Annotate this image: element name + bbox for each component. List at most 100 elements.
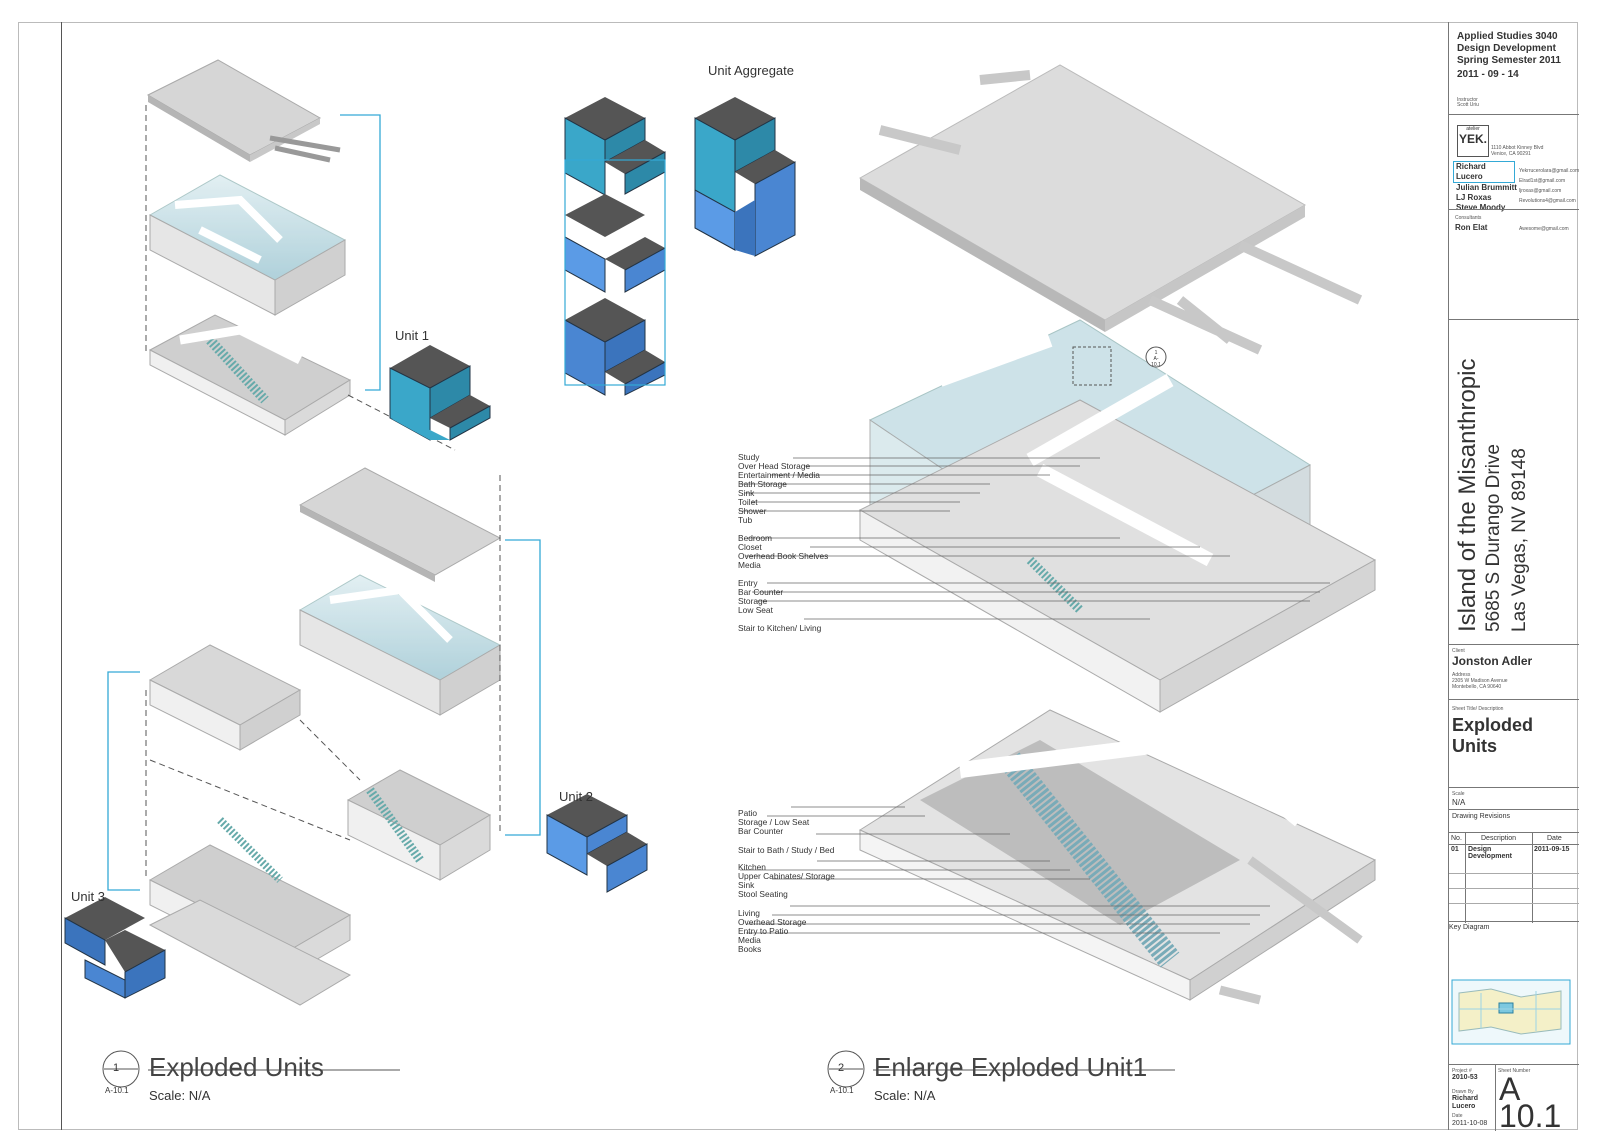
drawing1-scale: Scale: N/A [149, 1088, 211, 1103]
key-diagram-section: Key Diagram [1449, 921, 1579, 1064]
drawing2-scale: Scale: N/A [874, 1088, 936, 1103]
sheet-date-label: Date [1452, 1113, 1463, 1119]
callout-item: Stair to Bath / Study / Bed [738, 845, 835, 855]
project-address1: 5685 S Durango Drive [1483, 444, 1504, 632]
callout-item: Toilet [738, 497, 758, 507]
team-member-name: LJ Roxas [1456, 193, 1492, 202]
sheet-letter: A [1499, 1071, 1521, 1107]
aggregate-block-top [564, 97, 666, 196]
callout-item: Entertainment / Media [738, 470, 820, 480]
logo-small-text: atelier [1466, 126, 1480, 132]
drawing2-title: Enlarge Exploded Unit1 [874, 1052, 1148, 1082]
drawing-canvas [64, 59, 1377, 1088]
revisions-section: Drawing Revisions No. Description Date 0… [1449, 809, 1579, 923]
sheet-title-line1: Exploded [1452, 715, 1534, 735]
scale-label: Scale [1452, 791, 1465, 797]
aggregate-block-mid [564, 194, 666, 293]
project-no-label: Project # [1452, 1068, 1472, 1074]
firm-section: atelier YEK. 1110 Abbot Kinney Blvd Veni… [1449, 114, 1579, 212]
unit3-block-icon [64, 897, 166, 999]
revisions-label: Drawing Revisions [1452, 813, 1510, 820]
callout-item: Low Seat [738, 605, 773, 615]
drawing1-ref: A-10.1 [105, 1086, 129, 1095]
callout-item: Media [738, 935, 761, 945]
drawn-by-last: Lucero [1452, 1103, 1476, 1110]
aggregate-stack [694, 97, 796, 257]
callout-item: Storage / Low Seat [738, 817, 810, 827]
drawn-by-label: Drawn By [1452, 1089, 1474, 1095]
client-address-label: Address [1452, 672, 1471, 678]
callout-item: Bar Counter [738, 587, 784, 597]
team-member-email: ljroxas@gmail.com [1519, 188, 1562, 194]
unit1-block-icon [389, 345, 491, 441]
callout-item: Overhead Storage [738, 917, 807, 927]
client-section: Client Jonston Adler Address 2305 W Madi… [1449, 644, 1579, 699]
key-diagram-label: Key Diagram [1449, 924, 1490, 931]
team-list: Richard Lucero Julian Brummitt LJ Roxas … [1453, 161, 1517, 213]
rev-row-no: 01 [1451, 846, 1459, 853]
left-margin-line [61, 22, 62, 1130]
drawing2-number: 2 [838, 1062, 845, 1074]
rev-row-date: 2011-09-15 [1534, 846, 1570, 853]
callout-item: Shower [738, 506, 767, 516]
callout-item: Sink [738, 880, 755, 890]
course-phase: Design Development [1457, 43, 1556, 54]
unit1-exploded-model [145, 59, 456, 451]
callout-item: Patio [738, 808, 758, 818]
sheet-title-section: Sheet Title/ Description Exploded Units [1449, 699, 1579, 787]
client-name: Jonston Adler [1452, 654, 1533, 668]
team-member-email: Revolutions4@gmail.com [1519, 198, 1576, 204]
client-address1: 2305 W Madison Avenue [1452, 678, 1508, 684]
project-no: 2010-53 [1452, 1074, 1478, 1081]
callout-item: Bath Storage [738, 479, 787, 489]
revisions-table: No. Description Date 01 Design Developme… [1449, 832, 1579, 923]
course-name: Applied Studies 3040 [1457, 31, 1558, 42]
client-address2: Montebello, CA 90640 [1452, 684, 1502, 690]
unit-aggregate-diagram [564, 97, 796, 396]
drawing2-ref: A-10.1 [830, 1086, 854, 1095]
course-date: 2011 - 09 - 14 [1457, 69, 1519, 80]
team-member-name: Steve Moody [1456, 203, 1506, 212]
callout-item: Overhead Book Shelves [738, 551, 829, 561]
callout-item: Study [738, 452, 760, 462]
unit3-label: Unit 3 [71, 889, 105, 904]
callout-item: Bar Counter [738, 826, 784, 836]
project-address2: Las Vegas, NV 89148 [1509, 448, 1530, 632]
rev-header-date: Date [1547, 835, 1562, 842]
instructor-label: Instructor [1457, 97, 1478, 103]
firm-address1: 1110 Abbot Kinney Blvd [1491, 145, 1544, 151]
callout-item: Storage [738, 596, 768, 606]
team-emails: Yekrrucerolara@gmail.com Elrad1st@gmail.… [1519, 166, 1579, 206]
sheet-title-text: Exploded Units [1452, 715, 1533, 757]
detail-ref-bubble: 1 A-10.1 [1149, 350, 1163, 368]
callout-item: Tub [738, 515, 753, 525]
project-title-block: Island of the Misanthropic 5685 S Durang… [1454, 359, 1533, 632]
instructor-name: Scott Uriu [1457, 102, 1479, 108]
firm-address2: Venice, CA 90291 [1491, 151, 1531, 157]
team-member-email: Yekrrucerolara@gmail.com [1519, 168, 1580, 174]
sheet-title-label: Sheet Title/ Description [1452, 706, 1504, 712]
callout-item: Entry to Patio [738, 926, 789, 936]
title-block: Applied Studies 3040 Design Development … [1448, 22, 1579, 1132]
course-header: Applied Studies 3040 Design Development … [1457, 31, 1561, 81]
callout-item: Living [738, 908, 760, 918]
sheet-number-label: Sheet Number [1498, 1068, 1531, 1074]
enlarged-unit1-model [858, 319, 1377, 713]
aggregate-block-bottom [564, 298, 666, 396]
rev-header-desc: Description [1481, 835, 1517, 842]
unit1-label: Unit 1 [395, 328, 429, 343]
callout-item: Entry [738, 578, 758, 588]
enlarged-unit1-roof [858, 64, 1363, 355]
drawing1-title: Exploded Units [149, 1052, 324, 1082]
sheet-border [18, 22, 1578, 1130]
callout-item: Closet [738, 542, 762, 552]
callout-item: Kitchen [738, 862, 766, 872]
client-label: Client [1452, 648, 1465, 654]
team-member-name: Julian Brummitt [1456, 183, 1517, 192]
sheet-date: 2011-10-08 [1452, 1120, 1488, 1127]
unit2-label: Unit 2 [559, 789, 593, 804]
callout-item: Media [738, 560, 761, 570]
team-member-email: Elrad1st@gmail.com [1519, 178, 1566, 184]
unit2-block-icon [546, 794, 648, 893]
key-diagram-image [1451, 979, 1571, 1045]
